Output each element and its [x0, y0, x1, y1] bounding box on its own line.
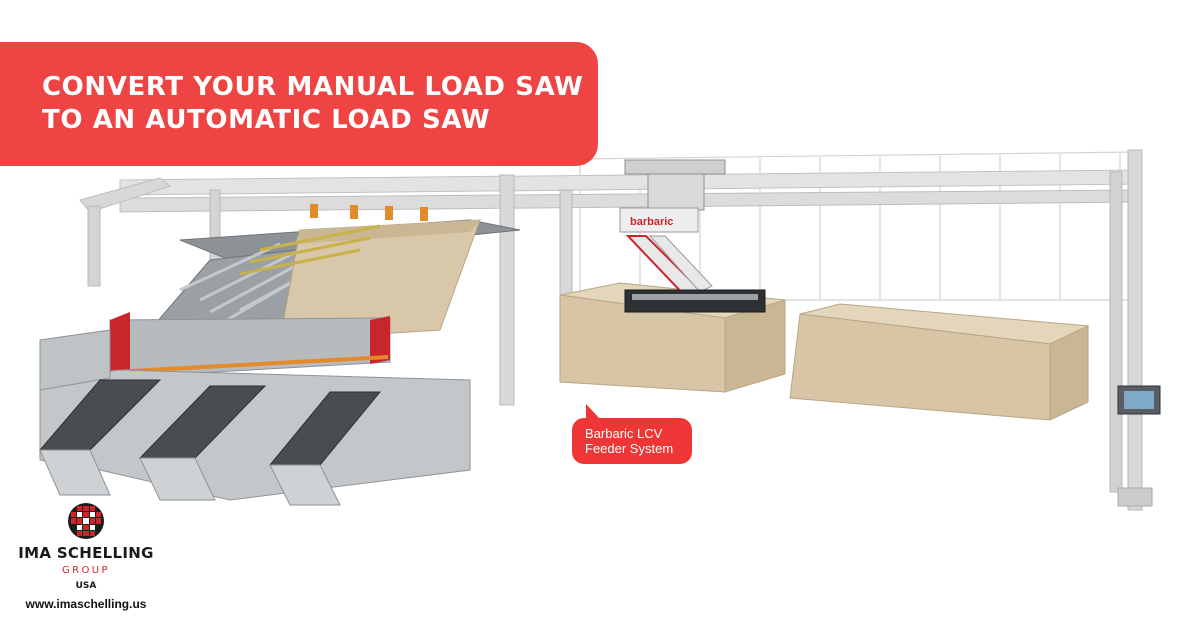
barbaric-robot: barbaric: [619, 159, 766, 313]
callout-text: Barbaric LCV Feeder System: [585, 426, 673, 456]
saw-infeed-table: [148, 204, 521, 341]
gantry-frame: [79, 149, 1153, 511]
brand-group: GROUP: [62, 565, 110, 576]
headline-banner: CONVERT YOUR MANUAL LOAD SAW TO AN AUTOM…: [0, 42, 598, 166]
control-panel: [1117, 385, 1161, 415]
logo-icon: [68, 503, 104, 539]
callout-line-2: Feeder System: [585, 441, 674, 456]
company-logo-block: IMA SCHELLING GROUP USA www.imaschelling…: [0, 500, 170, 628]
website-link[interactable]: www.imaschelling.us: [25, 597, 147, 611]
callout-line-1: Barbaric LCV: [585, 426, 663, 441]
headline-line-2: TO AN AUTOMATIC LOAD SAW: [42, 105, 491, 135]
brand-name: IMA SCHELLING: [18, 544, 154, 562]
feeder-callout: Barbaric LCV Feeder System: [572, 404, 692, 464]
board-stack-right: [789, 303, 1090, 421]
headline-line-1: CONVERT YOUR MANUAL LOAD SAW: [42, 72, 584, 102]
air-tables: [38, 379, 382, 506]
robot-brand-label: barbaric: [630, 216, 673, 228]
brand-country: USA: [75, 581, 97, 591]
